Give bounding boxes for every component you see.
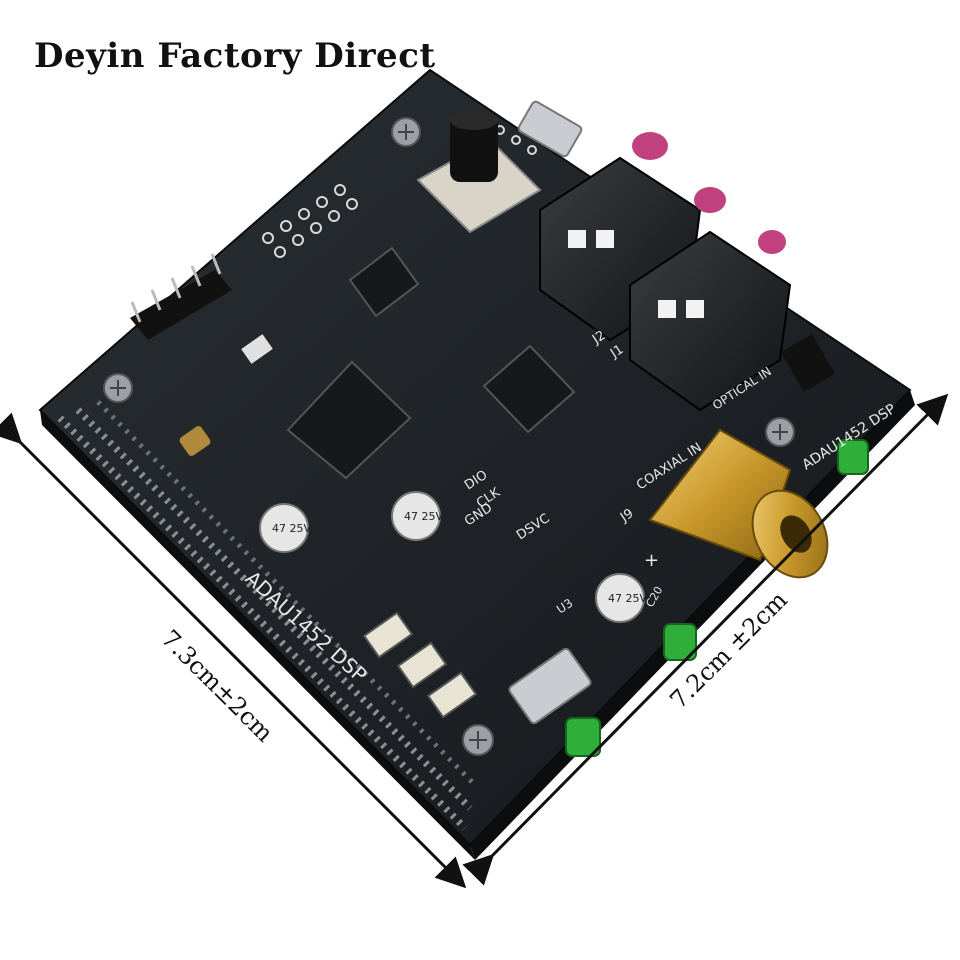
cap1-label: 47 25V xyxy=(272,522,311,535)
crystal xyxy=(241,334,273,364)
mounting-screw-top xyxy=(391,117,421,147)
header-holes xyxy=(262,125,537,258)
jumper-header xyxy=(780,334,836,392)
eeprom-chip xyxy=(348,246,420,318)
optical-jack-2 xyxy=(629,187,792,412)
cap2-label: 47 25V xyxy=(404,510,443,523)
micro-usb-port-top xyxy=(517,100,583,158)
dimension-arrow-right xyxy=(462,393,949,886)
silk-plus: + xyxy=(644,550,659,571)
watermark-text: Deyin Factory Direct xyxy=(34,36,436,76)
mounting-screw-bottom xyxy=(462,724,494,756)
dimension-arrow-left xyxy=(0,412,467,889)
rotary-potentiometer xyxy=(416,110,542,234)
mounting-screw-right xyxy=(765,417,795,447)
cap3-label: 47 25V xyxy=(608,592,647,605)
mounting-screw-left xyxy=(103,373,133,403)
angled-pin-header xyxy=(130,253,232,340)
